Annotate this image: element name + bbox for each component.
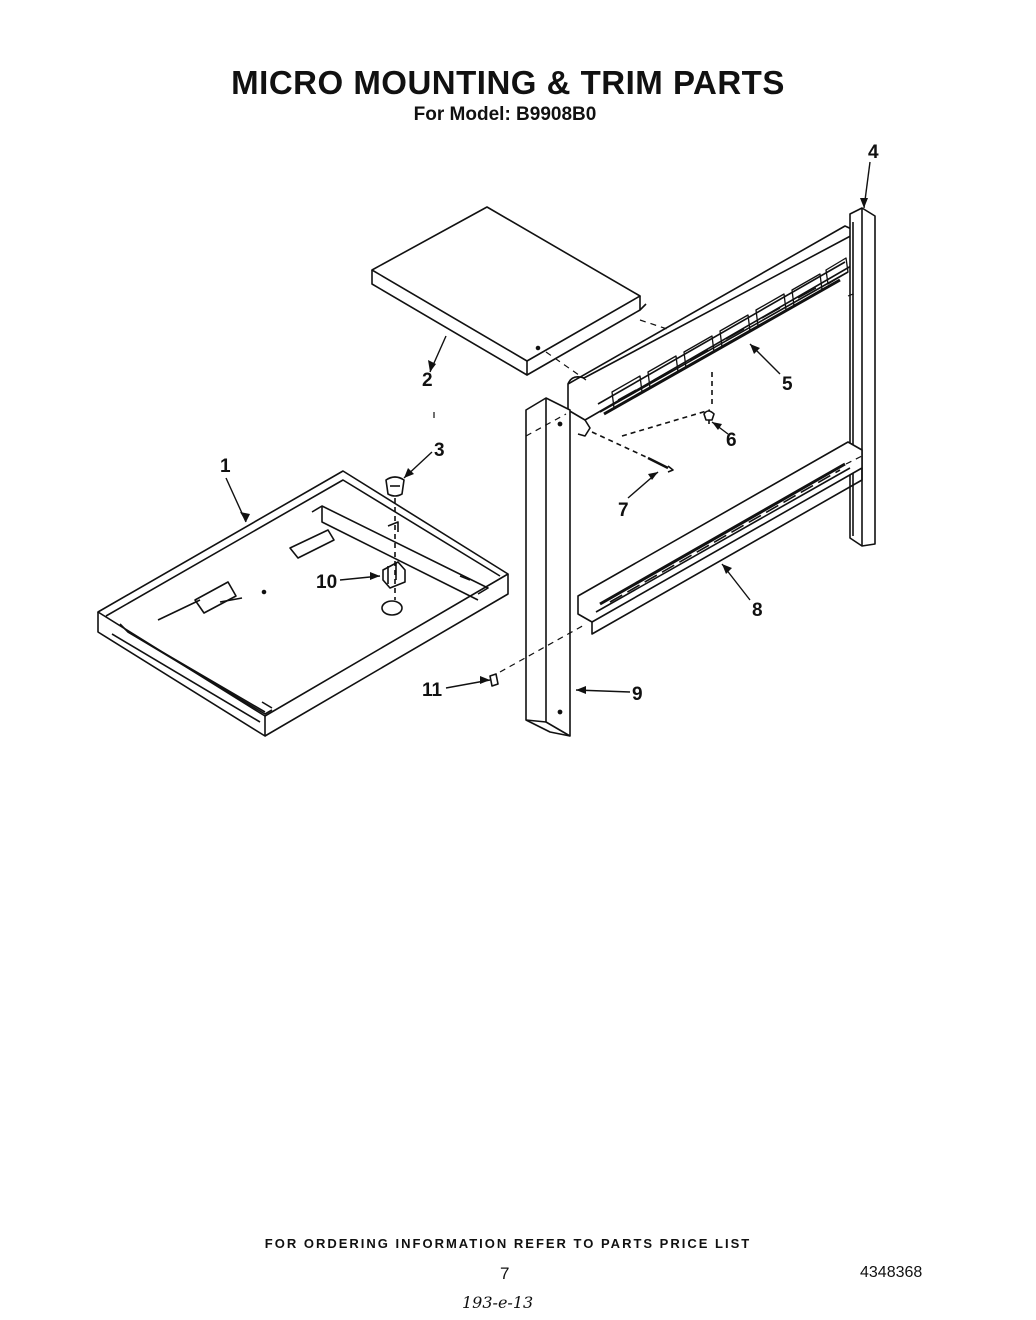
callout-1: 1 — [220, 456, 231, 477]
callout-5: 5 — [782, 374, 793, 395]
callout-7: 7 — [618, 500, 629, 521]
callout-11: 11 — [422, 680, 443, 701]
callout-3: 3 — [434, 440, 445, 461]
part-5-top-trim — [567, 225, 859, 437]
ordering-note: FOR ORDERING INFORMATION REFER TO PARTS … — [264, 1236, 752, 1251]
part-1-base-tray — [97, 470, 509, 737]
part-7-screw — [647, 456, 674, 473]
part-6-screw — [703, 410, 715, 424]
callout-8: 8 — [752, 600, 763, 621]
part-8-bottom-trim — [577, 441, 863, 635]
part-10-foot-bracket — [381, 561, 406, 616]
part-9-left-side-trim — [525, 397, 571, 737]
page-number: 7 — [500, 1264, 510, 1283]
part-3-leveling-foot — [385, 476, 405, 497]
part-2-top-cover — [371, 206, 647, 376]
part-4-right-side-trim — [849, 207, 876, 547]
page-title: MICRO MOUNTING & TRIM PARTS — [231, 64, 785, 101]
callout-6: 6 — [726, 430, 737, 451]
handwritten-note: 193-e-13 — [462, 1293, 534, 1312]
model-subtitle: For Model: B9908B0 — [413, 104, 597, 125]
callout-10: 10 — [316, 572, 337, 593]
part-11-screw — [489, 673, 499, 687]
document-number: 4348368 — [860, 1264, 923, 1281]
callout-4: 4 — [868, 142, 879, 163]
callout-2: 2 — [422, 370, 433, 391]
callout-9: 9 — [632, 684, 643, 705]
